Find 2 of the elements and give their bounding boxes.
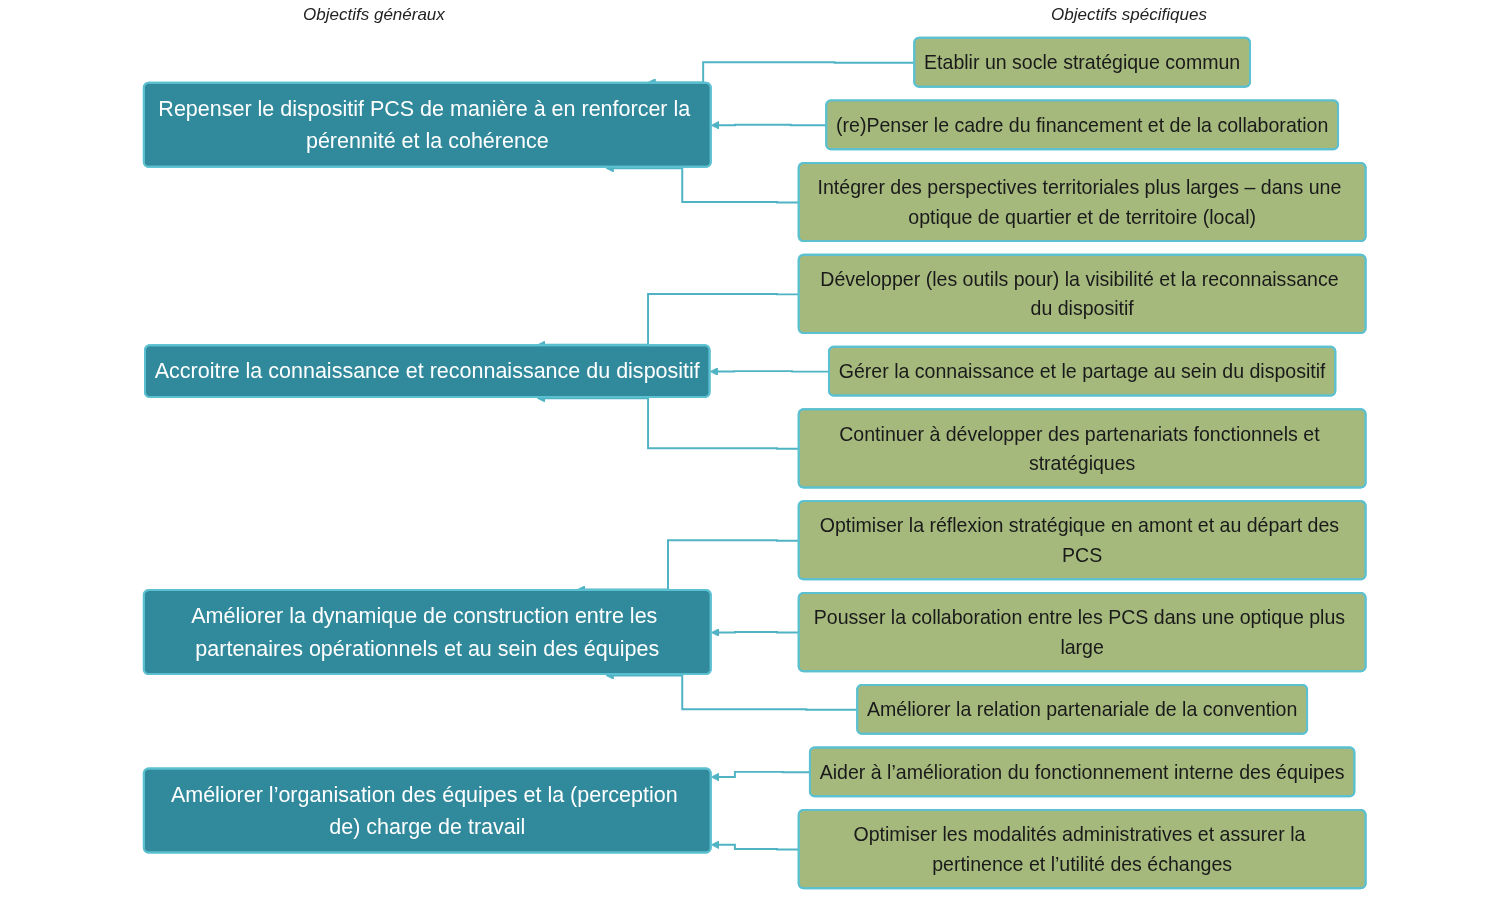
column-heading: Objectifs généraux (303, 5, 445, 25)
column-heading: Objectifs spécifiques (1051, 5, 1207, 25)
